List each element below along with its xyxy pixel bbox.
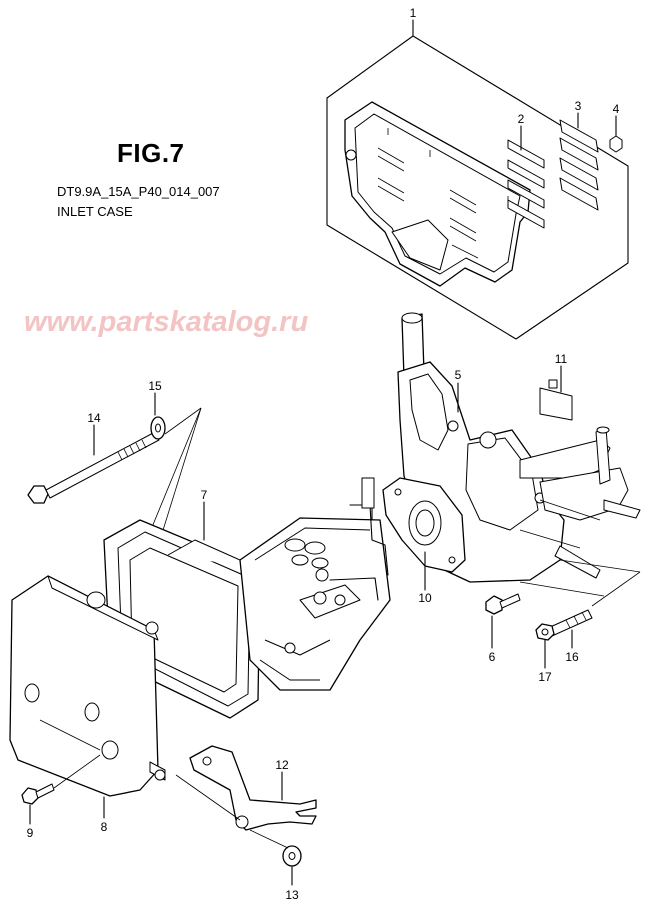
part-3-reeds <box>559 112 599 211</box>
callout-2: 2 <box>517 112 525 126</box>
callout-14: 14 <box>87 411 101 425</box>
callout-4: 4 <box>612 102 620 116</box>
part-11-cover <box>539 365 573 421</box>
callout-5: 5 <box>454 368 462 382</box>
part-4-screw <box>609 115 623 153</box>
callout-8: 8 <box>100 820 108 834</box>
callout-10: 10 <box>418 591 432 605</box>
part-12-link <box>189 745 317 831</box>
part-2-gaskets <box>507 125 545 229</box>
watermark: www.partskatalog.ru <box>24 306 309 338</box>
part-6-screw <box>485 593 521 649</box>
callout-15: 15 <box>148 379 162 393</box>
part-14-bolt <box>27 424 160 504</box>
callout-17: 17 <box>538 670 552 684</box>
callout-7: 7 <box>200 488 208 502</box>
callout-13: 13 <box>285 888 299 902</box>
callout-3: 3 <box>574 99 582 113</box>
part-10-gasket <box>382 477 466 591</box>
figure-code: DT9.9A_15A_P40_014_007 <box>57 184 220 199</box>
callout-9: 9 <box>26 826 34 840</box>
part-17-washer <box>535 623 555 669</box>
part-9-screw <box>21 783 55 825</box>
reed-valve-plate <box>344 101 531 287</box>
leader-12 <box>175 774 241 821</box>
part-15-washer <box>150 392 166 440</box>
figure-title: FIG.7 <box>117 138 185 168</box>
callout-1: 1 <box>409 6 417 20</box>
part-8-silencer-cover <box>9 575 166 819</box>
part-16-bolt <box>547 609 593 649</box>
callout-16: 16 <box>565 650 579 664</box>
part-5-inlet-case <box>397 312 641 583</box>
figure-subtitle: INLET CASE <box>57 204 133 219</box>
carburetor <box>239 477 391 691</box>
callout-12: 12 <box>275 758 289 772</box>
callout-6: 6 <box>488 650 496 664</box>
part-13-washer <box>249 829 302 886</box>
callout-11: 11 <box>554 352 568 366</box>
case-leader-lines <box>519 559 641 607</box>
gasket-kit-box <box>326 19 629 340</box>
leader-9 <box>53 754 101 789</box>
